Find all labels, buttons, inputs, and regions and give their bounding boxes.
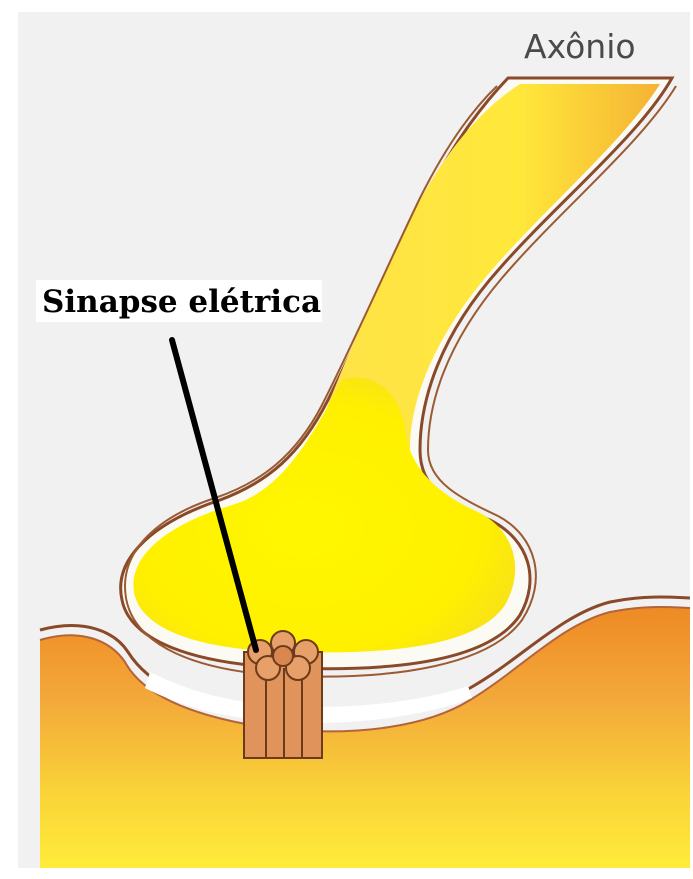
electrical-synapse-label: Sinapse elétrica: [42, 284, 321, 320]
axon-label: Axônio: [524, 27, 636, 66]
